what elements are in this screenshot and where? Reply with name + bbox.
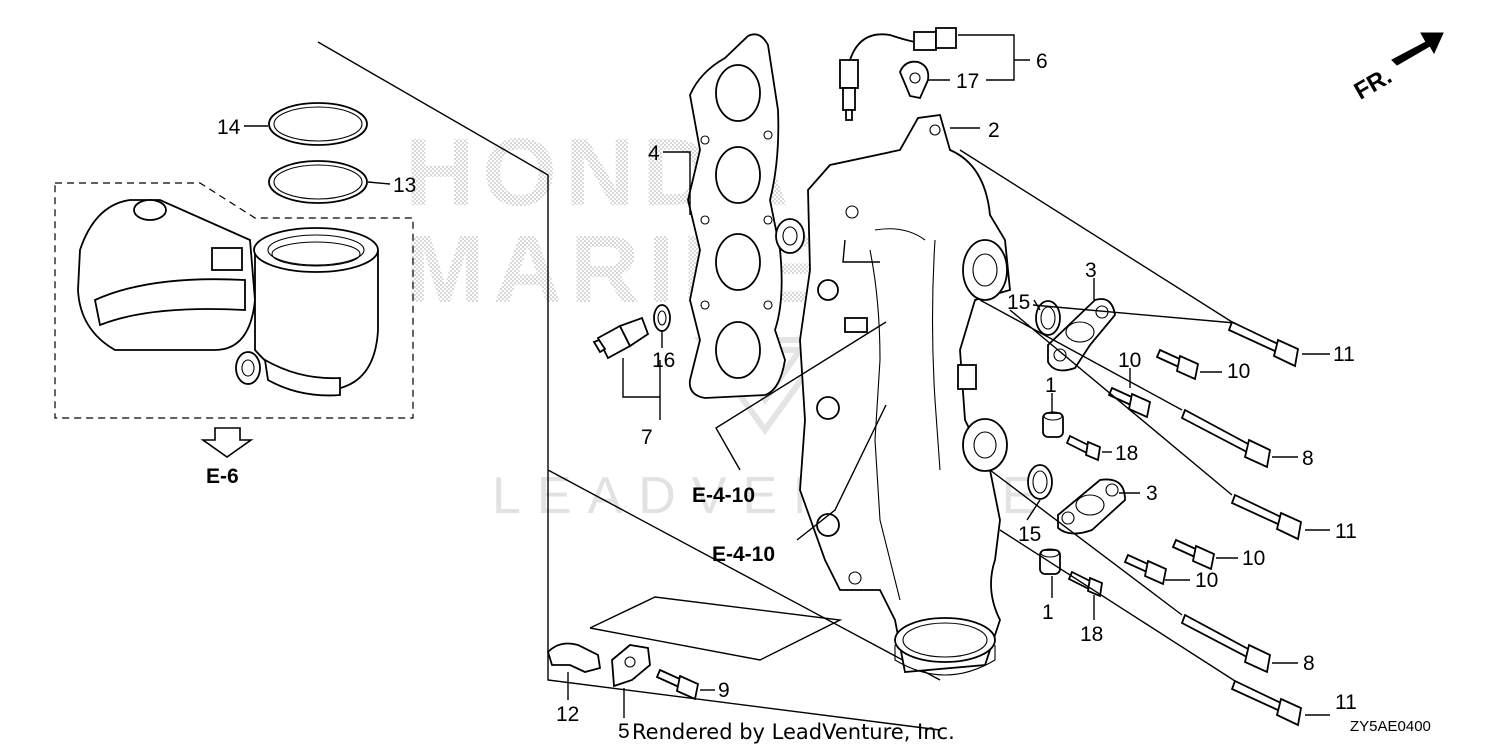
callout-labels: 14 13 4 6 17 2 16 7 3 15 10 10 11 1 18 8… [217, 50, 1357, 743]
washer-16 [653, 304, 671, 332]
callout-17: 17 [956, 70, 979, 93]
callout-13: 13 [393, 174, 416, 197]
reference-e410-lower: E-4-10 [712, 543, 775, 566]
bolt-10-c [1171, 538, 1216, 571]
callout-10-b: 10 [1227, 360, 1250, 383]
callout-12: 12 [556, 703, 579, 726]
callout-18-lower: 18 [1080, 623, 1103, 646]
bolt-11-lower [1230, 679, 1303, 727]
callout-3-lower: 3 [1146, 482, 1158, 505]
callout-5: 5 [618, 720, 630, 743]
callout-11-lower: 11 [1335, 691, 1357, 714]
callout-15-lower: 15 [1018, 523, 1041, 546]
diagram-code: ZY5AE0400 [1350, 718, 1431, 735]
callout-15-upper: 15 [1007, 291, 1030, 314]
callout-11-upper: 11 [1333, 343, 1355, 366]
flange-3-upper [1047, 298, 1116, 372]
reference-e410-upper: E-4-10 [692, 484, 755, 507]
assembly-bracket [317, 41, 941, 731]
callout-4: 4 [648, 142, 660, 165]
callout-7: 7 [641, 426, 653, 449]
exhaust-manifold-2 [775, 114, 1011, 676]
callout-10-c: 10 [1242, 547, 1265, 570]
reference-e6-label: E-6 [206, 465, 239, 488]
callout-8-lower: 8 [1303, 652, 1315, 675]
flange-3-lower [1057, 478, 1126, 535]
o-ring-14 [268, 102, 368, 146]
front-direction-indicator: FR. [1350, 32, 1444, 106]
clamp-17 [899, 60, 930, 100]
bolt-11-upper [1227, 320, 1300, 368]
callout-14: 14 [217, 116, 241, 139]
down-arrow-icon [200, 427, 254, 458]
sensor-7 [592, 316, 650, 360]
bolt-10-b [1107, 386, 1152, 419]
clamp-12 [546, 642, 602, 673]
bolt-11-middle [1230, 493, 1303, 541]
bolt-18-upper [1065, 434, 1101, 462]
bolt-10-d [1123, 553, 1168, 586]
leader-lines [244, 34, 1330, 718]
callout-3-upper: 3 [1085, 259, 1097, 282]
callout-11-middle: 11 [1335, 520, 1357, 543]
bolt-8-upper [1180, 408, 1272, 469]
front-arrow-icon [1391, 32, 1444, 66]
o-ring-13 [268, 160, 368, 204]
render-credit: Rendered by LeadVenture, Inc. [632, 720, 955, 744]
o-ring-15-lower [1027, 464, 1053, 500]
callout-6: 6 [1036, 50, 1048, 73]
gasket-4 [687, 33, 786, 399]
thermostat-cover-assembly [54, 182, 414, 419]
callout-2: 2 [988, 119, 1000, 142]
callout-10-d: 10 [1195, 569, 1218, 592]
bolt-8-lower [1180, 613, 1272, 674]
bolt-10-a [1155, 348, 1200, 381]
callout-16: 16 [652, 349, 675, 372]
callout-1-upper: 1 [1045, 374, 1057, 397]
callout-1-lower: 1 [1042, 601, 1054, 624]
callout-9: 9 [718, 679, 730, 702]
reference-e6: E-6 [200, 427, 254, 488]
callout-18-upper: 18 [1115, 442, 1138, 465]
bracket-5 [611, 644, 651, 688]
callout-8-upper: 8 [1302, 447, 1314, 470]
bolt-9 [655, 668, 700, 701]
oxygen-sensor-6 [839, 27, 957, 121]
callout-10-a: 10 [1118, 349, 1141, 372]
front-direction-label: FR. [1350, 63, 1397, 106]
dowel-1-upper [1042, 411, 1064, 438]
